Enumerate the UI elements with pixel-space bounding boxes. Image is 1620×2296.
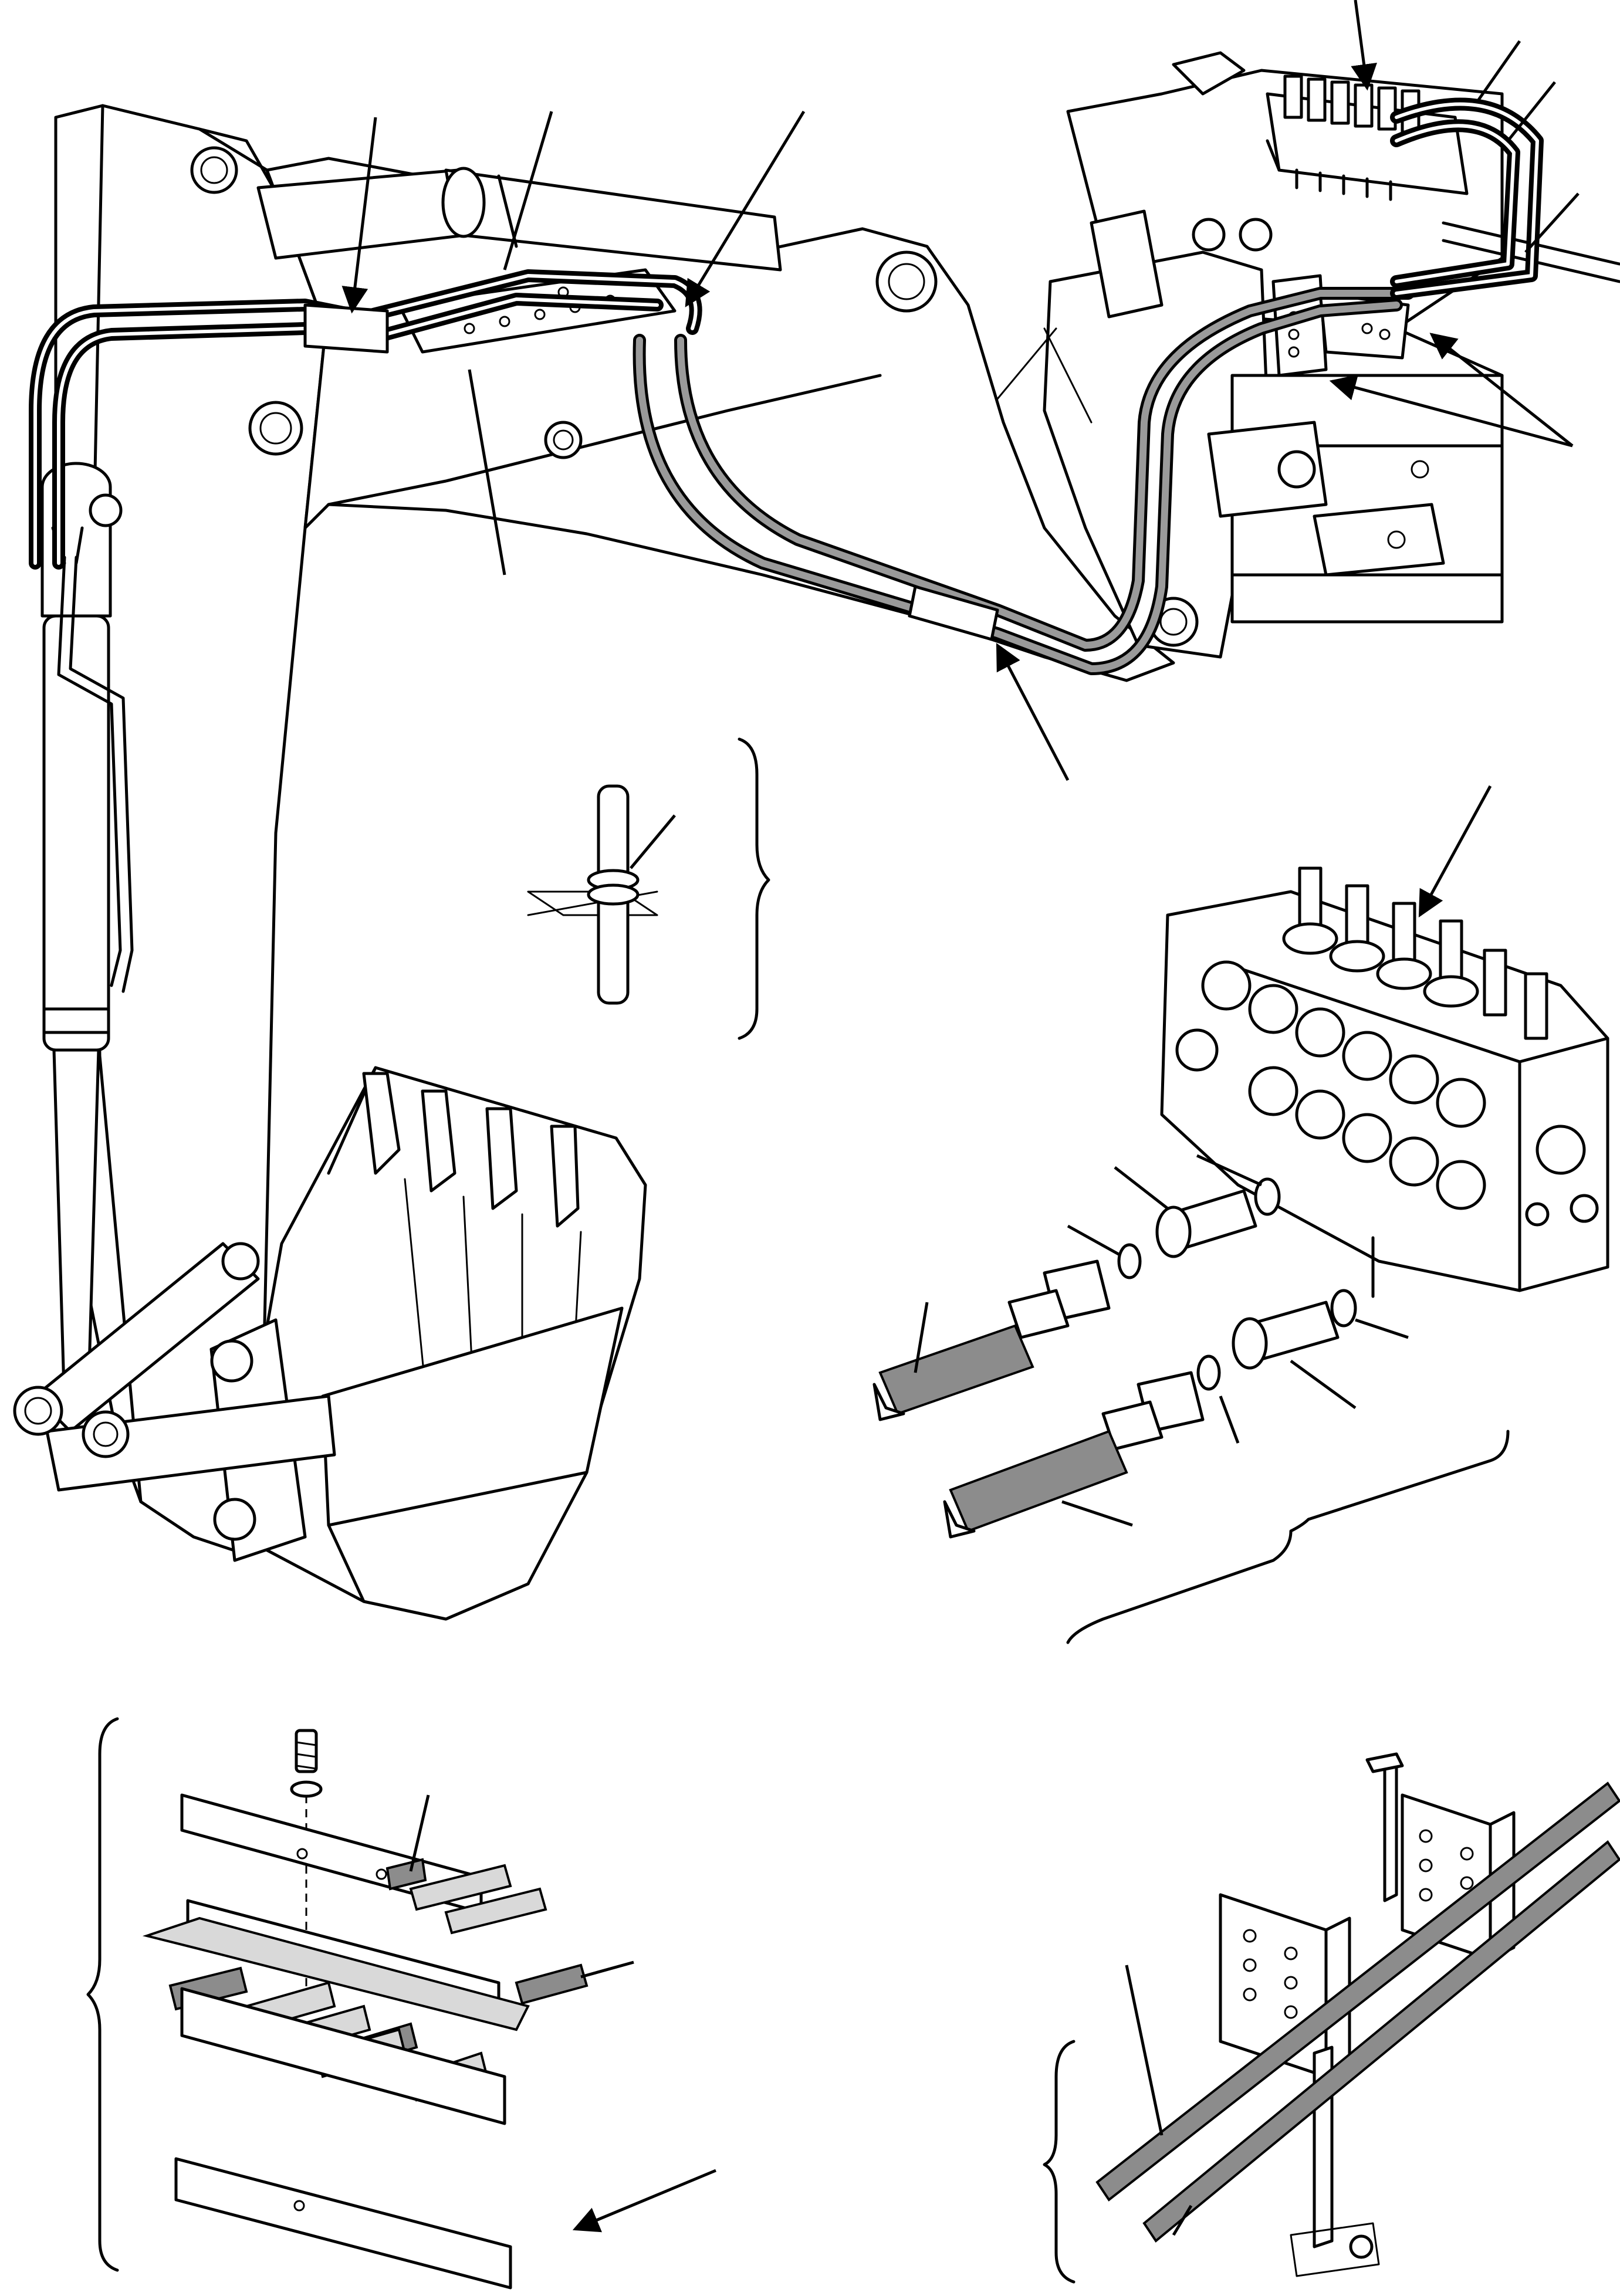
linkage-pin-2 [82, 1410, 130, 1458]
holder-bottom [180, 1987, 506, 2125]
hose-clip [908, 585, 999, 641]
bucket-tooth-2 [421, 1089, 456, 1193]
valve-port-4 [1342, 1031, 1392, 1081]
linkage-pin-1 [13, 1386, 63, 1436]
valve-port-5 [1389, 1054, 1439, 1105]
holder-base-plate [174, 2157, 512, 2290]
boom-pin [875, 250, 938, 313]
valve-spool-5 [1483, 949, 1507, 1017]
bucket [245, 1066, 647, 1621]
fitting-set-upper [872, 1154, 1281, 1421]
valve-spool-6 [1524, 972, 1548, 1040]
bracket-hose-2 [1142, 1840, 1620, 2243]
hose-end-upper [878, 1324, 1034, 1415]
swing-frame [996, 51, 1504, 659]
valve-port-3 [1295, 1007, 1345, 1058]
valve-spool-2 [1345, 884, 1369, 952]
arm-cylinder-pin [248, 401, 303, 456]
hose-bracket-detail [1043, 1752, 1620, 2284]
linkage-pin-4 [213, 1498, 256, 1541]
valve-spool-3 [1392, 902, 1416, 970]
bucket-tooth-4 [550, 1125, 580, 1228]
hose-holder-detail [86, 1717, 716, 2290]
holder-bolt [295, 1729, 318, 1773]
control-valve-detail [872, 785, 1609, 1644]
bucket-tooth-3 [485, 1107, 518, 1210]
hose-end-lower [949, 1430, 1128, 1533]
arm-pivot-pin [190, 146, 238, 194]
leader-lines [341, 0, 1580, 781]
hose-clamp-detail [527, 737, 770, 1040]
boom-hose-clamp [303, 303, 389, 354]
linkage-pin-3 [210, 1339, 253, 1383]
bucket-tooth-1 [362, 1072, 401, 1175]
bucket-linkage [13, 1242, 336, 1562]
fitting-set-lower [943, 1289, 1409, 1539]
valve-port-2 [1248, 984, 1298, 1034]
bracket-hose-1 [1095, 1782, 1620, 2202]
valve-port-1 [1201, 960, 1252, 1011]
valve-spool-4 [1439, 919, 1463, 987]
valve-port-6 [1436, 1078, 1486, 1128]
boom-arm-assembly [13, 0, 1620, 1621]
